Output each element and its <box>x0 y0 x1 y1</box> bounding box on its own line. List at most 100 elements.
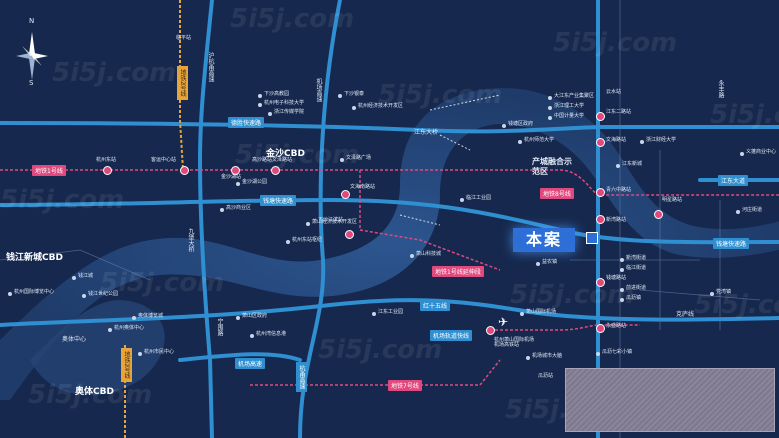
watermark: 5i5j.com <box>52 58 177 88</box>
poi-dot <box>410 254 414 258</box>
poi-label: 江东新城 <box>622 161 643 167</box>
road-label-jiangling: 沪杭甬高速 <box>207 52 214 82</box>
poi-dot <box>548 116 552 120</box>
qianjiang-cbd-label: 钱江新城CBD <box>6 253 63 263</box>
station-label: 新湾路站 <box>606 217 627 223</box>
poi-label: 下沙银泰 <box>344 91 365 97</box>
station-marker <box>180 166 189 175</box>
station-label: 江东二路站 <box>606 109 632 115</box>
road-label-derui: 德胜快速路 <box>228 117 265 128</box>
road-label-taoyuan: 永丰路 <box>717 80 724 98</box>
poi-label: 奥体博览城 <box>138 313 164 319</box>
poi-dot <box>736 210 740 214</box>
poi-label: 杭州东站枢纽 <box>292 237 323 243</box>
metro-label-line1: 地铁1号线 <box>32 165 66 176</box>
poi-label: 新湾街道 <box>626 255 647 261</box>
station-label: 杭州萧山国际机场机场高铁站 <box>494 337 535 348</box>
poi-label: 下沙高教园 <box>264 91 290 97</box>
poi-label: 浙江传媒学院 <box>274 109 305 115</box>
poi-label: 浙江财经大学 <box>646 137 677 143</box>
station-label: 金沙湖站 <box>221 174 242 180</box>
watermark: 5i5j.com <box>378 80 503 110</box>
poi-dot <box>338 94 342 98</box>
poi-dot <box>596 352 600 356</box>
qiantang-river <box>0 88 779 400</box>
poi-dot <box>502 124 506 128</box>
poi-dot <box>250 334 254 338</box>
road-label-airport-rail: 机场轨道快线 <box>430 330 473 341</box>
poi-label: 杭州市民中心 <box>144 349 175 355</box>
road-label-qiantang-fast: 钱塘快速路 <box>713 238 750 249</box>
poi-label: 益农镇 <box>542 259 558 265</box>
station-label: 临平站 <box>176 35 192 41</box>
poi-label: 杭州湾信息港 <box>256 331 287 337</box>
poi-dot <box>236 316 240 320</box>
poi-dot <box>620 288 624 292</box>
poi-dot <box>82 294 86 298</box>
metro-label-line2: 地铁2号线 <box>177 66 188 100</box>
poi-dot <box>620 268 624 272</box>
poi-dot <box>236 182 240 186</box>
station-label: 云水站 <box>606 89 622 95</box>
station-label: 下沙江滨站 <box>318 217 344 223</box>
poi-label: 萧山区政府 <box>242 313 268 319</box>
watermark: 5i5j.com <box>694 290 779 320</box>
station-marker <box>596 278 605 287</box>
disclaimer-panel <box>565 368 775 432</box>
poi-label: 杭州师范大学 <box>524 137 555 143</box>
metro-label-line1ext: 地铁1号线延伸段 <box>432 266 484 277</box>
compass-icon <box>14 26 50 86</box>
station-label: 文海路站 <box>606 137 627 143</box>
watermark: 5i5j.com <box>510 280 635 310</box>
poi-label: 杭州电子科技大学 <box>264 100 305 106</box>
station-label: 青六中路站 <box>606 187 632 193</box>
poi-label: 杭州经济技术开发区 <box>358 103 404 109</box>
poi-dot <box>518 140 522 144</box>
qiantang-fast-road <box>0 197 779 245</box>
poi-label: 杭州国际博览中心 <box>14 289 55 295</box>
station-marker <box>654 210 663 219</box>
airplane-icon: ✈ <box>498 315 509 329</box>
station-label: 文海南路站 <box>350 184 376 190</box>
station-marker <box>103 166 112 175</box>
station-label: 客运中心站 <box>151 157 177 163</box>
station-marker <box>596 138 605 147</box>
poi-dot <box>372 312 376 316</box>
poi-label: 萧山科技城 <box>416 251 442 257</box>
poi-label: 大江东产业集聚区 <box>554 93 595 99</box>
road-label-airport: 机场高速 <box>235 358 266 369</box>
metro-label-line8: 地铁8号线 <box>540 188 574 199</box>
poi-label: 萧山国际机场 <box>526 309 557 315</box>
poi-label: 前进街道 <box>626 285 647 291</box>
station-label: 高沙路站 <box>252 157 273 163</box>
station-marker <box>596 215 605 224</box>
poi-label: 金沙湖公园 <box>242 179 268 185</box>
poi-label: 江东工业园 <box>378 309 404 315</box>
poi-dot <box>460 198 464 202</box>
watermark: 5i5j.com <box>230 4 355 34</box>
road-label-qiantang-ring: 钱塘快速路 <box>260 195 297 206</box>
derui-expressway <box>0 121 779 134</box>
poi-dot <box>258 103 262 107</box>
road-label-kangqiao: 克庐线 <box>676 311 695 318</box>
station-marker <box>231 166 240 175</box>
poi-dot <box>520 312 524 316</box>
poi-dot <box>138 352 142 356</box>
station-label: 钱塘路站 <box>606 275 627 281</box>
station-marker <box>596 324 605 333</box>
poi-label: 瓜沥镇 <box>626 295 642 301</box>
metro-label-line7: 地铁7号线 <box>388 380 422 391</box>
road-label-hongshiwu: 红十五线 <box>420 300 451 311</box>
poi-dot <box>258 94 262 98</box>
poi-label: 临江工业园 <box>466 195 492 201</box>
station-label: 永盛路站 <box>606 323 627 329</box>
metro-line7 <box>250 359 501 386</box>
watermark: 5i5j.com <box>553 28 678 58</box>
olympic-cbd-label: 奥体CBD <box>75 387 114 397</box>
poi-label: 钱江城 <box>78 273 94 279</box>
watermark: 5i5j.com <box>318 335 443 365</box>
road-label-jiangdong: 江东大道 <box>718 175 749 186</box>
compass-north: N <box>29 17 35 25</box>
road-label-hangyong: 杭甬高速 <box>296 362 307 392</box>
